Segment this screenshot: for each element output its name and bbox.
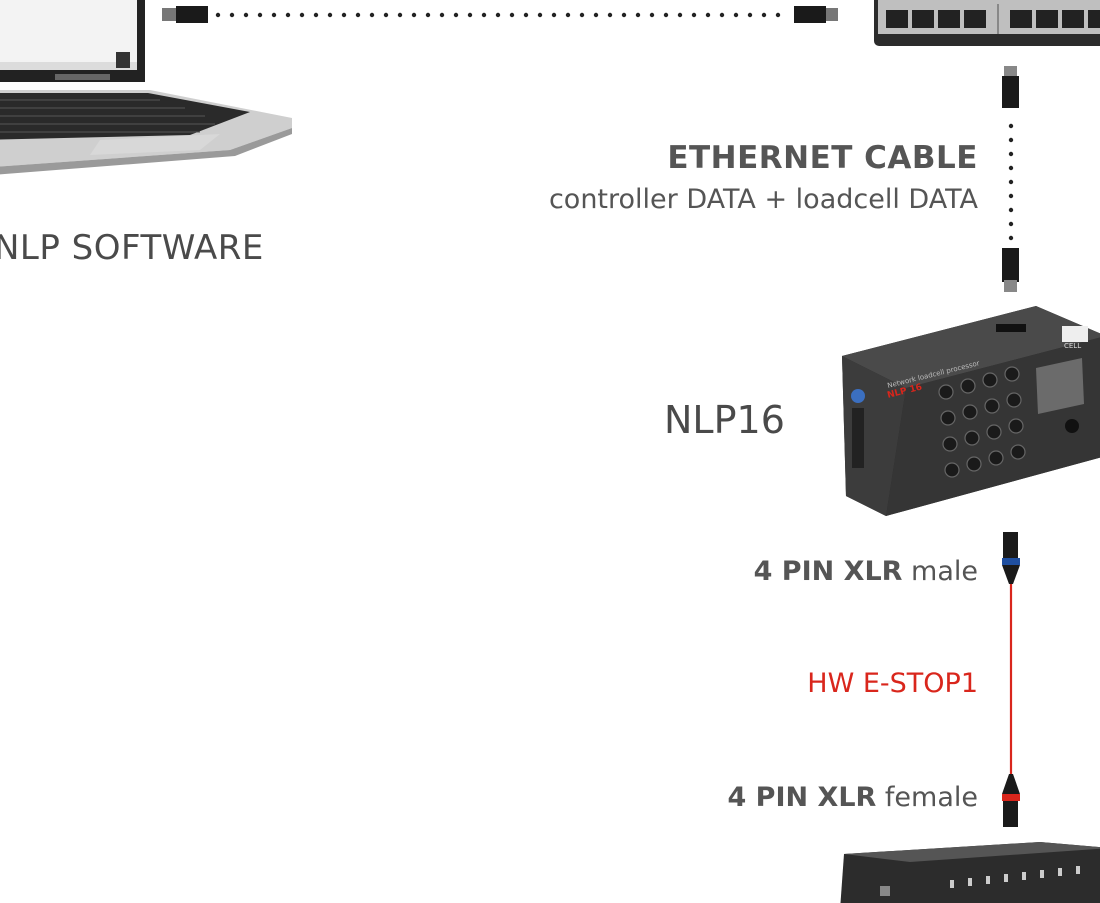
emergency-stop-device-image [840,840,1100,903]
nlp16-brand-text: CELL [1064,342,1081,350]
nlp16-knob [1065,419,1079,433]
rj45-plug-left [176,6,208,23]
xlr-male-label: 4 PIN XLR male [754,556,978,587]
xlr-male-label-bold: 4 PIN XLR [754,556,903,587]
hw-estop-label: HW E-STOP1 [807,668,978,699]
xlr-female-label: 4 PIN XLR female [727,782,978,813]
xlr-female-band [1002,794,1020,801]
nlp-software-label: NLP SOFTWARE [0,228,264,268]
horizontal-ethernet-cable [160,0,880,30]
xlr-male-band [1002,558,1020,565]
ethernet-cable-title: ETHERNET CABLE [667,140,978,176]
xlr-female-label-rest: female [876,782,978,813]
xlr-female-connector [1003,801,1018,827]
vertical-ethernet-cable [996,62,1026,294]
nlp16-device-image: Network loadcell processor NLP 16 CELL [836,296,1100,520]
rj45-plug-right-tip [826,8,838,21]
xlr-male-connector [1003,532,1018,558]
rj45-plug-bottom [1002,248,1019,282]
ethernet-cable-subtitle: controller DATA + loadcell DATA [549,184,978,215]
nlp16-power-connector [851,389,865,403]
nlp16-label: NLP16 [664,398,785,442]
screen-app-icon [116,52,130,68]
xlr-female-label-bold: 4 PIN XLR [727,782,876,813]
xlr-cable [994,528,1028,830]
rj45-plug-right [794,6,826,23]
rj45-plug-top [1002,76,1019,108]
network-switch-image [872,0,1100,48]
rj45-plug-left-tip [162,8,176,21]
xlr-male-label-rest: male [902,556,978,587]
